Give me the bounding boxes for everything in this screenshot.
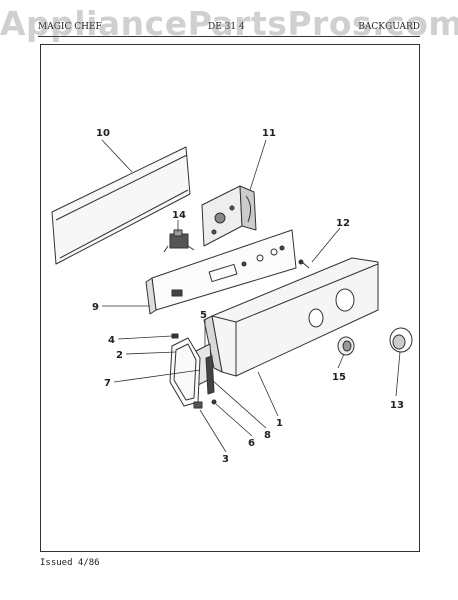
part-4-clip (171, 333, 179, 339)
callout-12: 12 (336, 218, 350, 229)
callout-10: 10 (96, 128, 110, 139)
callout-4: 4 (108, 335, 115, 346)
callout-11: 11 (262, 128, 276, 139)
callout-13: 13 (390, 400, 404, 411)
callout-6: 6 (248, 438, 255, 449)
callout-8: 8 (264, 430, 271, 441)
callout-3: 3 (222, 454, 229, 465)
part-14-switch (163, 229, 195, 253)
part-13-knob (389, 327, 413, 353)
callout-14: 14 (172, 210, 186, 221)
diagram-frame (40, 44, 420, 552)
callout-1: 1 (276, 418, 283, 429)
part-9-control-panel (145, 229, 297, 315)
callout-15: 15 (332, 372, 346, 383)
callout-7: 7 (104, 378, 111, 389)
callout-9: 9 (92, 302, 99, 313)
header-right: BACKGUARD (358, 22, 420, 32)
page-header: MAGIC CHEF DE 31 4 BACKGUARD (38, 22, 420, 37)
callout-5: 5 (200, 310, 207, 321)
part-3-screw (193, 401, 203, 409)
part-10-top-panel (51, 146, 191, 265)
part-15-knob (337, 336, 355, 356)
part-8-strip (205, 355, 215, 395)
part-12-screw (298, 259, 310, 269)
part-6-screw (211, 399, 217, 405)
leader-lines (101, 139, 401, 453)
callout-2: 2 (116, 350, 123, 361)
part-11-control-bracket (201, 185, 257, 247)
part-1-backguard-housing (203, 257, 379, 377)
header-center: DE 31 4 (208, 22, 245, 32)
header-left: MAGIC CHEF (38, 22, 102, 32)
issued-date: Issued 4/86 (40, 558, 100, 568)
